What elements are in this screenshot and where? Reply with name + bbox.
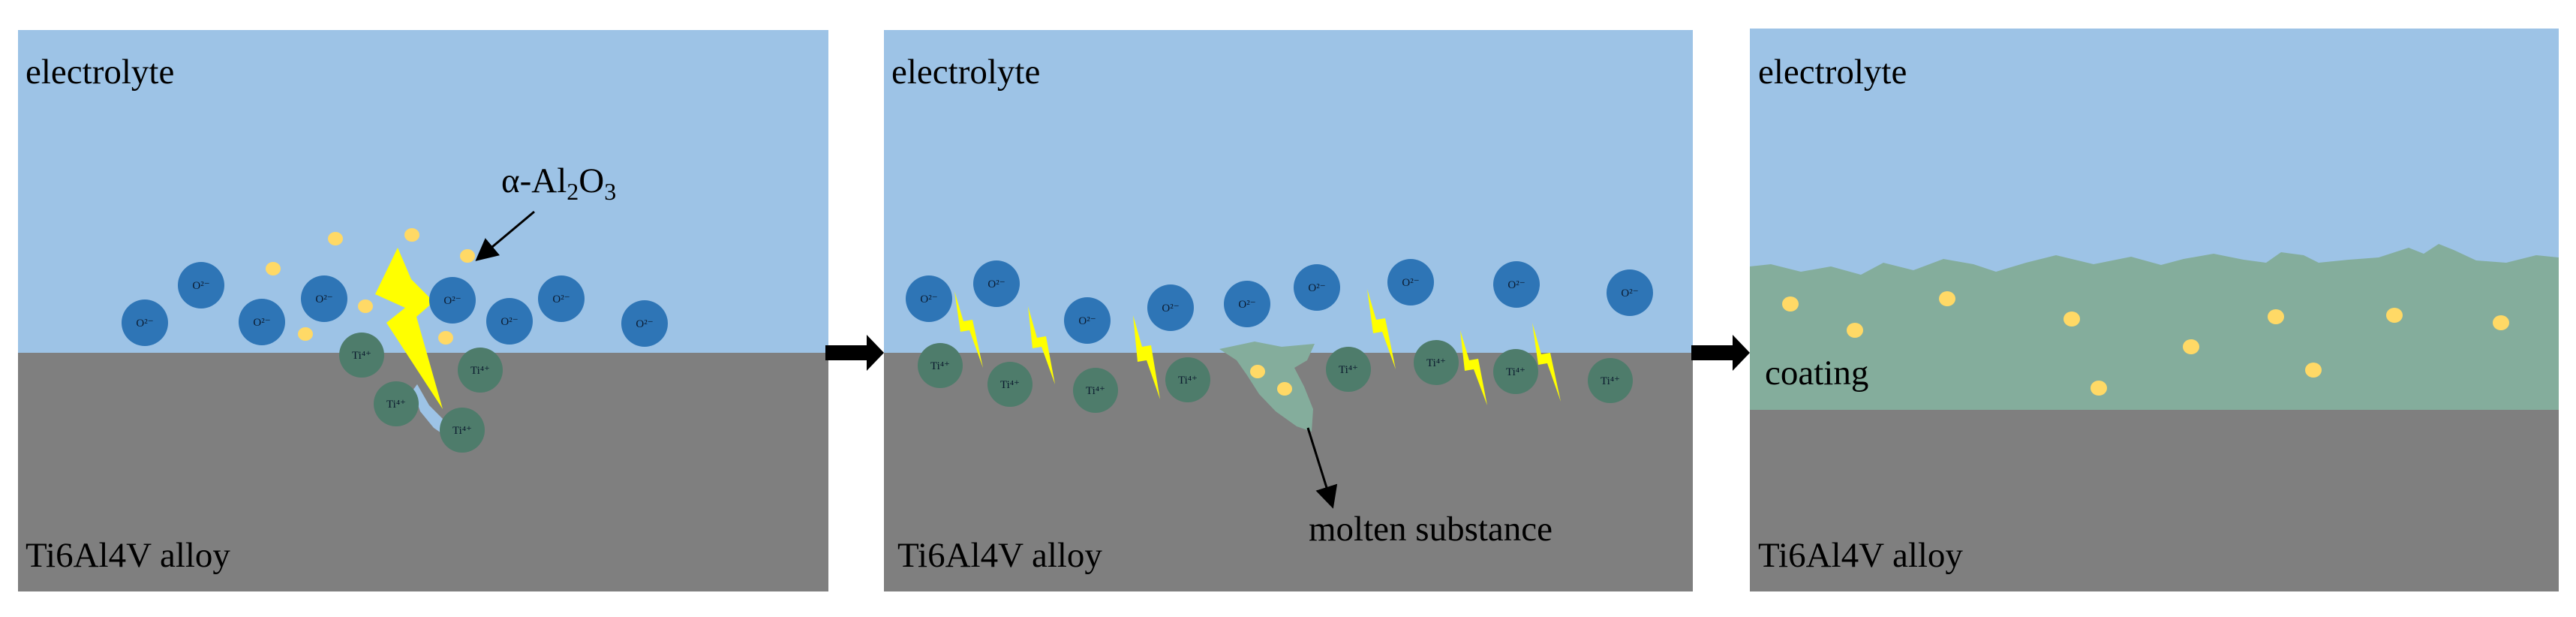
svg-text:Ti⁴⁺: Ti⁴⁺ (470, 365, 490, 377)
svg-text:Ti⁴⁺: Ti⁴⁺ (1086, 385, 1105, 397)
oxygen-ion: O²⁻ (239, 299, 285, 345)
oxygen-ion: O²⁻ (906, 275, 952, 322)
svg-text:Ti⁴⁺: Ti⁴⁺ (1339, 364, 1358, 376)
coating-label: coating (1765, 354, 1868, 393)
alloy-label: Ti6Al4V alloy (897, 536, 1102, 575)
titanium-ion: Ti⁴⁺ (1326, 347, 1371, 392)
svg-text:Ti⁴⁺: Ti⁴⁺ (1178, 375, 1198, 387)
annotation-arrow (475, 210, 535, 261)
particles (266, 228, 475, 345)
titanium-ion: Ti⁴⁺ (1414, 340, 1459, 385)
panel-2: electrolyte Ti6Al4V alloy Ti⁴⁺ Ti⁴⁺ Ti⁴⁺… (884, 30, 1693, 591)
oxygen-ion: O²⁻ (621, 300, 668, 347)
titanium-ion: Ti⁴⁺ (339, 333, 384, 378)
svg-text:Ti⁴⁺: Ti⁴⁺ (1601, 375, 1620, 387)
svg-text:O²⁻: O²⁻ (636, 318, 653, 330)
svg-text:O²⁻: O²⁻ (552, 293, 570, 305)
svg-text:Ti⁴⁺: Ti⁴⁺ (930, 360, 950, 372)
svg-text:Ti⁴⁺: Ti⁴⁺ (386, 399, 406, 411)
oxygen-ion: O²⁻ (1064, 297, 1111, 344)
svg-text:O²⁻: O²⁻ (1162, 302, 1179, 315)
oxygen-ion: O²⁻ (538, 275, 585, 322)
svg-text:O²⁻: O²⁻ (1078, 315, 1096, 327)
alloy-label: Ti6Al4V alloy (1758, 536, 1963, 575)
oxygen-ion: O²⁻ (1607, 269, 1653, 316)
titanium-ion: Ti⁴⁺ (374, 381, 419, 426)
svg-text:O²⁻: O²⁻ (1507, 279, 1525, 291)
alpha-alumina-label: α-Al2O3 (501, 161, 616, 205)
alloy-label: Ti6Al4V alloy (26, 536, 230, 575)
oxygen-ion: O²⁻ (1294, 264, 1340, 311)
svg-text:Ti⁴⁺: Ti⁴⁺ (1506, 366, 1525, 378)
svg-text:O²⁻: O²⁻ (500, 316, 518, 328)
svg-text:O²⁻: O²⁻ (1308, 282, 1325, 294)
molten-substance (1219, 342, 1315, 432)
svg-text:O²⁻: O²⁻ (1238, 299, 1255, 311)
titanium-ion: Ti⁴⁺ (458, 348, 503, 393)
titanium-ion: Ti⁴⁺ (1073, 368, 1118, 413)
svg-text:O²⁻: O²⁻ (1402, 277, 1419, 289)
coating-layer (1750, 244, 2559, 410)
electrolyte-label: electrolyte (891, 53, 1040, 92)
svg-text:Ti⁴⁺: Ti⁴⁺ (1426, 357, 1446, 369)
spark-icon (375, 248, 443, 409)
titanium-ion: Ti⁴⁺ (1493, 349, 1538, 394)
oxygen-ion: O²⁻ (1224, 281, 1270, 327)
svg-text:O²⁻: O²⁻ (253, 317, 270, 329)
oxygen-ion: O²⁻ (301, 275, 347, 322)
oxygen-ion: O²⁻ (1387, 259, 1434, 305)
oxygen-ion: O²⁻ (1493, 261, 1540, 308)
svg-text:O²⁻: O²⁻ (443, 295, 461, 307)
titanium-ion: Ti⁴⁺ (1165, 357, 1210, 402)
svg-text:Ti⁴⁺: Ti⁴⁺ (1000, 379, 1020, 391)
svg-text:O²⁻: O²⁻ (136, 318, 153, 330)
electrolyte-region (884, 30, 1693, 353)
oxygen-ion: O²⁻ (1147, 284, 1194, 331)
panel-1: electrolyte Ti6Al4V alloy Ti⁴⁺ Ti⁴⁺ Ti⁴⁺… (18, 30, 828, 591)
oxygen-ion: O²⁻ (429, 277, 476, 324)
oxygen-ion: O²⁻ (122, 299, 168, 346)
process-arrow (1691, 335, 1750, 371)
panel-3: electrolyte coating Ti6Al4V alloy (1750, 29, 2559, 591)
oxygen-ion: O²⁻ (973, 260, 1020, 307)
process-arrow (825, 335, 884, 371)
spark-icon (954, 289, 1561, 405)
molten-substance-label: molten substance (1309, 510, 1553, 549)
svg-text:O²⁻: O²⁻ (987, 278, 1005, 290)
titanium-ion: Ti⁴⁺ (440, 408, 485, 453)
svg-text:O²⁻: O²⁻ (192, 280, 209, 292)
titanium-ion: Ti⁴⁺ (1588, 358, 1633, 403)
alloy-region (1750, 410, 2559, 591)
oxygen-ion: O²⁻ (178, 262, 224, 308)
svg-text:O²⁻: O²⁻ (1621, 287, 1638, 299)
oxygen-ion: O²⁻ (486, 298, 533, 345)
titanium-ion: Ti⁴⁺ (918, 343, 963, 388)
svg-text:Ti⁴⁺: Ti⁴⁺ (452, 425, 472, 437)
svg-text:O²⁻: O²⁻ (315, 293, 332, 305)
titanium-ion: Ti⁴⁺ (987, 362, 1033, 407)
particles (1250, 365, 1292, 396)
electrolyte-label: electrolyte (1758, 53, 1907, 92)
annotation-arrow (1306, 427, 1338, 509)
svg-text:O²⁻: O²⁻ (920, 293, 937, 305)
alloy-region (18, 353, 828, 591)
electrolyte-label: electrolyte (26, 53, 174, 92)
particles (1782, 291, 2509, 396)
svg-text:Ti⁴⁺: Ti⁴⁺ (352, 350, 371, 362)
